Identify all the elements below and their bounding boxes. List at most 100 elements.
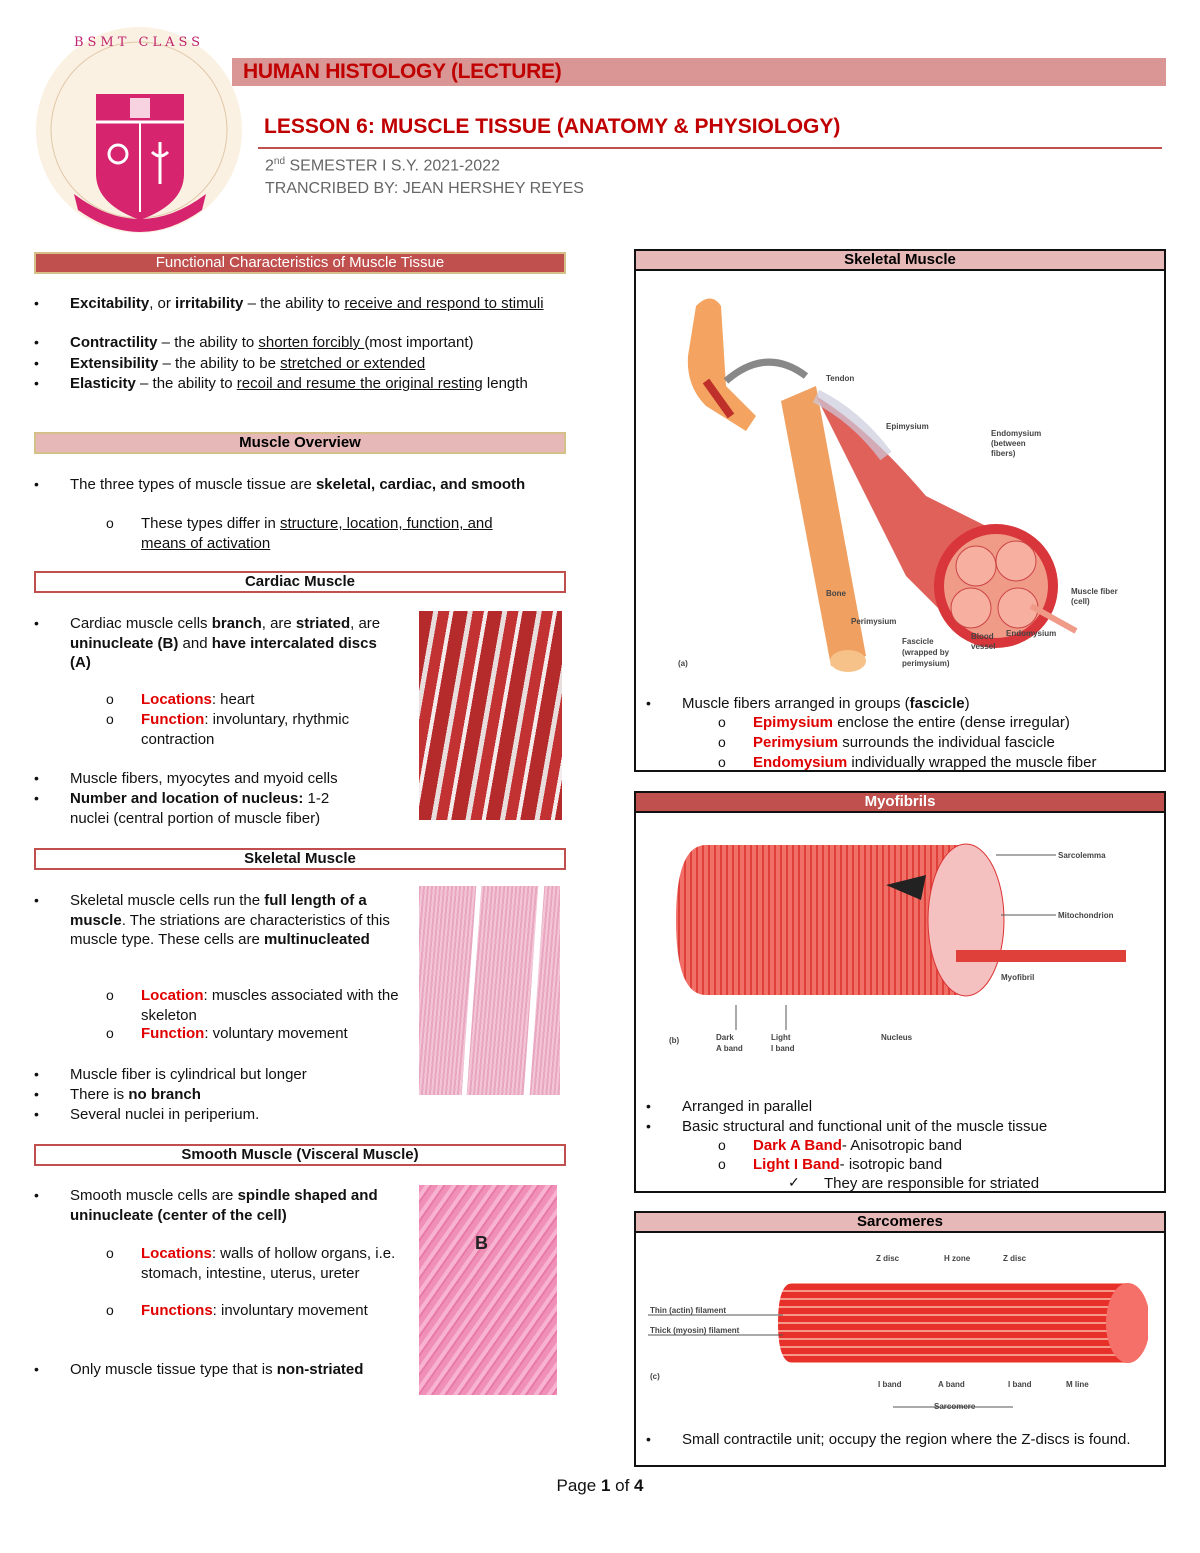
label-fascicle: Fascicle (902, 637, 934, 646)
check-item: They are responsible for striated (824, 1175, 1040, 1192)
text: (most important) (364, 334, 474, 351)
bold-text: spindle shaped and uninucleate (center o… (70, 1187, 378, 1224)
sub-item: Perimysium surrounds the individual fasc… (753, 733, 1055, 753)
skeletal-muscle-box: Skeletal Muscle Tendon Epimysium Endomys… (634, 249, 1166, 772)
label-line: perimysium) (902, 659, 950, 668)
red-label: Function (141, 1025, 205, 1042)
sub-item: Dark A Band- Anisotropic band (753, 1136, 962, 1156)
course-banner (232, 58, 1166, 86)
text: of (610, 1476, 635, 1495)
bullet-icon: • (646, 1098, 651, 1114)
circle-bullet-icon: o (106, 1245, 114, 1261)
list-item: Number and location of nucleus: 1-2 nucl… (70, 789, 370, 828)
red-label: Functions (141, 1302, 213, 1319)
label-line: (cell) (1071, 597, 1090, 606)
box-title: Skeletal Muscle (636, 251, 1164, 271)
sub-item: Epimysium enclose the entire (dense irre… (753, 713, 1070, 733)
section-smooth-title: Smooth Muscle (Visceral Muscle) (34, 1144, 566, 1166)
label-i-band: I band (878, 1380, 902, 1389)
label-i-band: I band (771, 1044, 795, 1053)
label-z-disc: Z disc (876, 1254, 900, 1263)
page-number: Page 1 of 4 (0, 1476, 1200, 1496)
bullet-icon: • (34, 1187, 39, 1203)
text: surrounds the individual fascicle (838, 734, 1055, 751)
smooth-micrograph: B (419, 1185, 557, 1395)
text: – the ability to (157, 334, 259, 351)
sub-item: These types differ in structure, locatio… (141, 514, 541, 553)
text: , or (149, 295, 176, 312)
current-page: 1 (600, 1476, 611, 1495)
red-label: Locations (141, 1245, 212, 1262)
text: : heart (211, 691, 255, 708)
red-label: Function (141, 711, 205, 728)
circle-bullet-icon: o (106, 515, 114, 531)
list-item: Several nuclei in periperium. (70, 1106, 260, 1123)
text: The three types of muscle tissue are (70, 476, 316, 493)
label-perimysium: Perimysium (851, 617, 896, 626)
circle-bullet-icon: o (106, 711, 114, 727)
bullet-icon: • (34, 1066, 39, 1082)
text: : involuntary, rhythmic contraction (141, 711, 350, 748)
circle-bullet-icon: o (718, 1137, 726, 1153)
red-label: Endomysium (753, 754, 848, 771)
lesson-title: LESSON 6: MUSCLE TISSUE (ANATOMY & PHYSI… (264, 115, 841, 138)
bold-text: Number and location of nucleus: (70, 790, 304, 807)
sub-item: Function: voluntary movement (141, 1024, 406, 1044)
list-item: Muscle fiber is cylindrical but longer (70, 1066, 307, 1083)
panel-label: (c) (650, 1372, 660, 1381)
bold-text: skeletal, cardiac, and smooth (315, 476, 526, 493)
bullet-icon: • (34, 295, 39, 311)
text: . The striations are characteristics of … (70, 911, 390, 949)
text: 1-2 nuclei (central portion of muscle fi… (70, 790, 330, 827)
red-label: Epimysium (753, 714, 834, 731)
bullet-icon: • (34, 1086, 39, 1102)
label-epimysium: Epimysium (886, 422, 929, 431)
red-label: Perimysium (753, 734, 839, 751)
label-mitochondrion: Mitochondrion (1058, 911, 1114, 920)
bold-text: no branch (128, 1086, 201, 1103)
text: There is (70, 1086, 129, 1103)
list-item: Muscle fibers, myocytes and myoid cells (70, 770, 338, 787)
sub-item: Locations: walls of hollow organs, i.e. … (141, 1244, 406, 1283)
text: Cardiac muscle cells (70, 615, 212, 632)
label-sarcolemma: Sarcolemma (1058, 851, 1106, 860)
myofibril-diagram: Sarcolemma Mitochondrion Myofibril Dark … (669, 843, 1126, 1053)
list-item: Only muscle tissue type that is non-stri… (70, 1360, 363, 1380)
text: – the ability to (135, 375, 237, 392)
list-item: Contractility – the ability to shorten f… (70, 333, 560, 353)
section-overview-title: Muscle Overview (34, 432, 566, 454)
semester-sup: nd (273, 156, 286, 167)
bullet-icon: • (34, 1361, 39, 1377)
bullet-icon: • (646, 1431, 651, 1447)
text: – the ability to (243, 295, 345, 312)
list-item: Small contractile unit; occupy the regio… (682, 1431, 1131, 1448)
label-light: Light (771, 1033, 791, 1042)
label-myofibril: Myofibril (1001, 973, 1034, 982)
label-line: (wrapped by (902, 648, 950, 657)
label-sarcomere: Sarcomere (934, 1402, 976, 1411)
sub-item: Locations: heart (141, 690, 391, 710)
label-line: fibers) (991, 449, 1016, 458)
bullet-icon: • (34, 770, 39, 786)
circle-bullet-icon: o (106, 1302, 114, 1318)
circle-bullet-icon: o (106, 691, 114, 707)
red-label: Locations (141, 691, 212, 708)
panel-label: (b) (669, 1036, 680, 1045)
label-z-disc: Z disc (1003, 1254, 1027, 1263)
semester-text: SEMESTER I S.Y. 2021-2022 (285, 157, 500, 175)
sub-item: Endomysium individually wrapped the musc… (753, 753, 1096, 773)
text: - isotropic band (839, 1156, 943, 1173)
text: length (482, 375, 528, 392)
text: Page (556, 1476, 601, 1495)
underlined-text: recoil and resume the original resting (236, 375, 483, 392)
sarcomeres-box: Sarcomeres Z disc H zone Z disc Thin (ac… (634, 1211, 1166, 1467)
bullet-icon: • (34, 1106, 39, 1122)
term: Extensibility (70, 355, 159, 372)
text: : voluntary movement (204, 1025, 348, 1042)
list-item: Arranged in parallel (682, 1098, 813, 1115)
underlined-text: receive and respond to stimuli (344, 295, 544, 312)
bullet-icon: • (34, 375, 39, 391)
list-item: The three types of muscle tissue are ske… (70, 475, 530, 495)
bullet-icon: • (34, 892, 39, 908)
text: These types differ in (141, 515, 280, 532)
